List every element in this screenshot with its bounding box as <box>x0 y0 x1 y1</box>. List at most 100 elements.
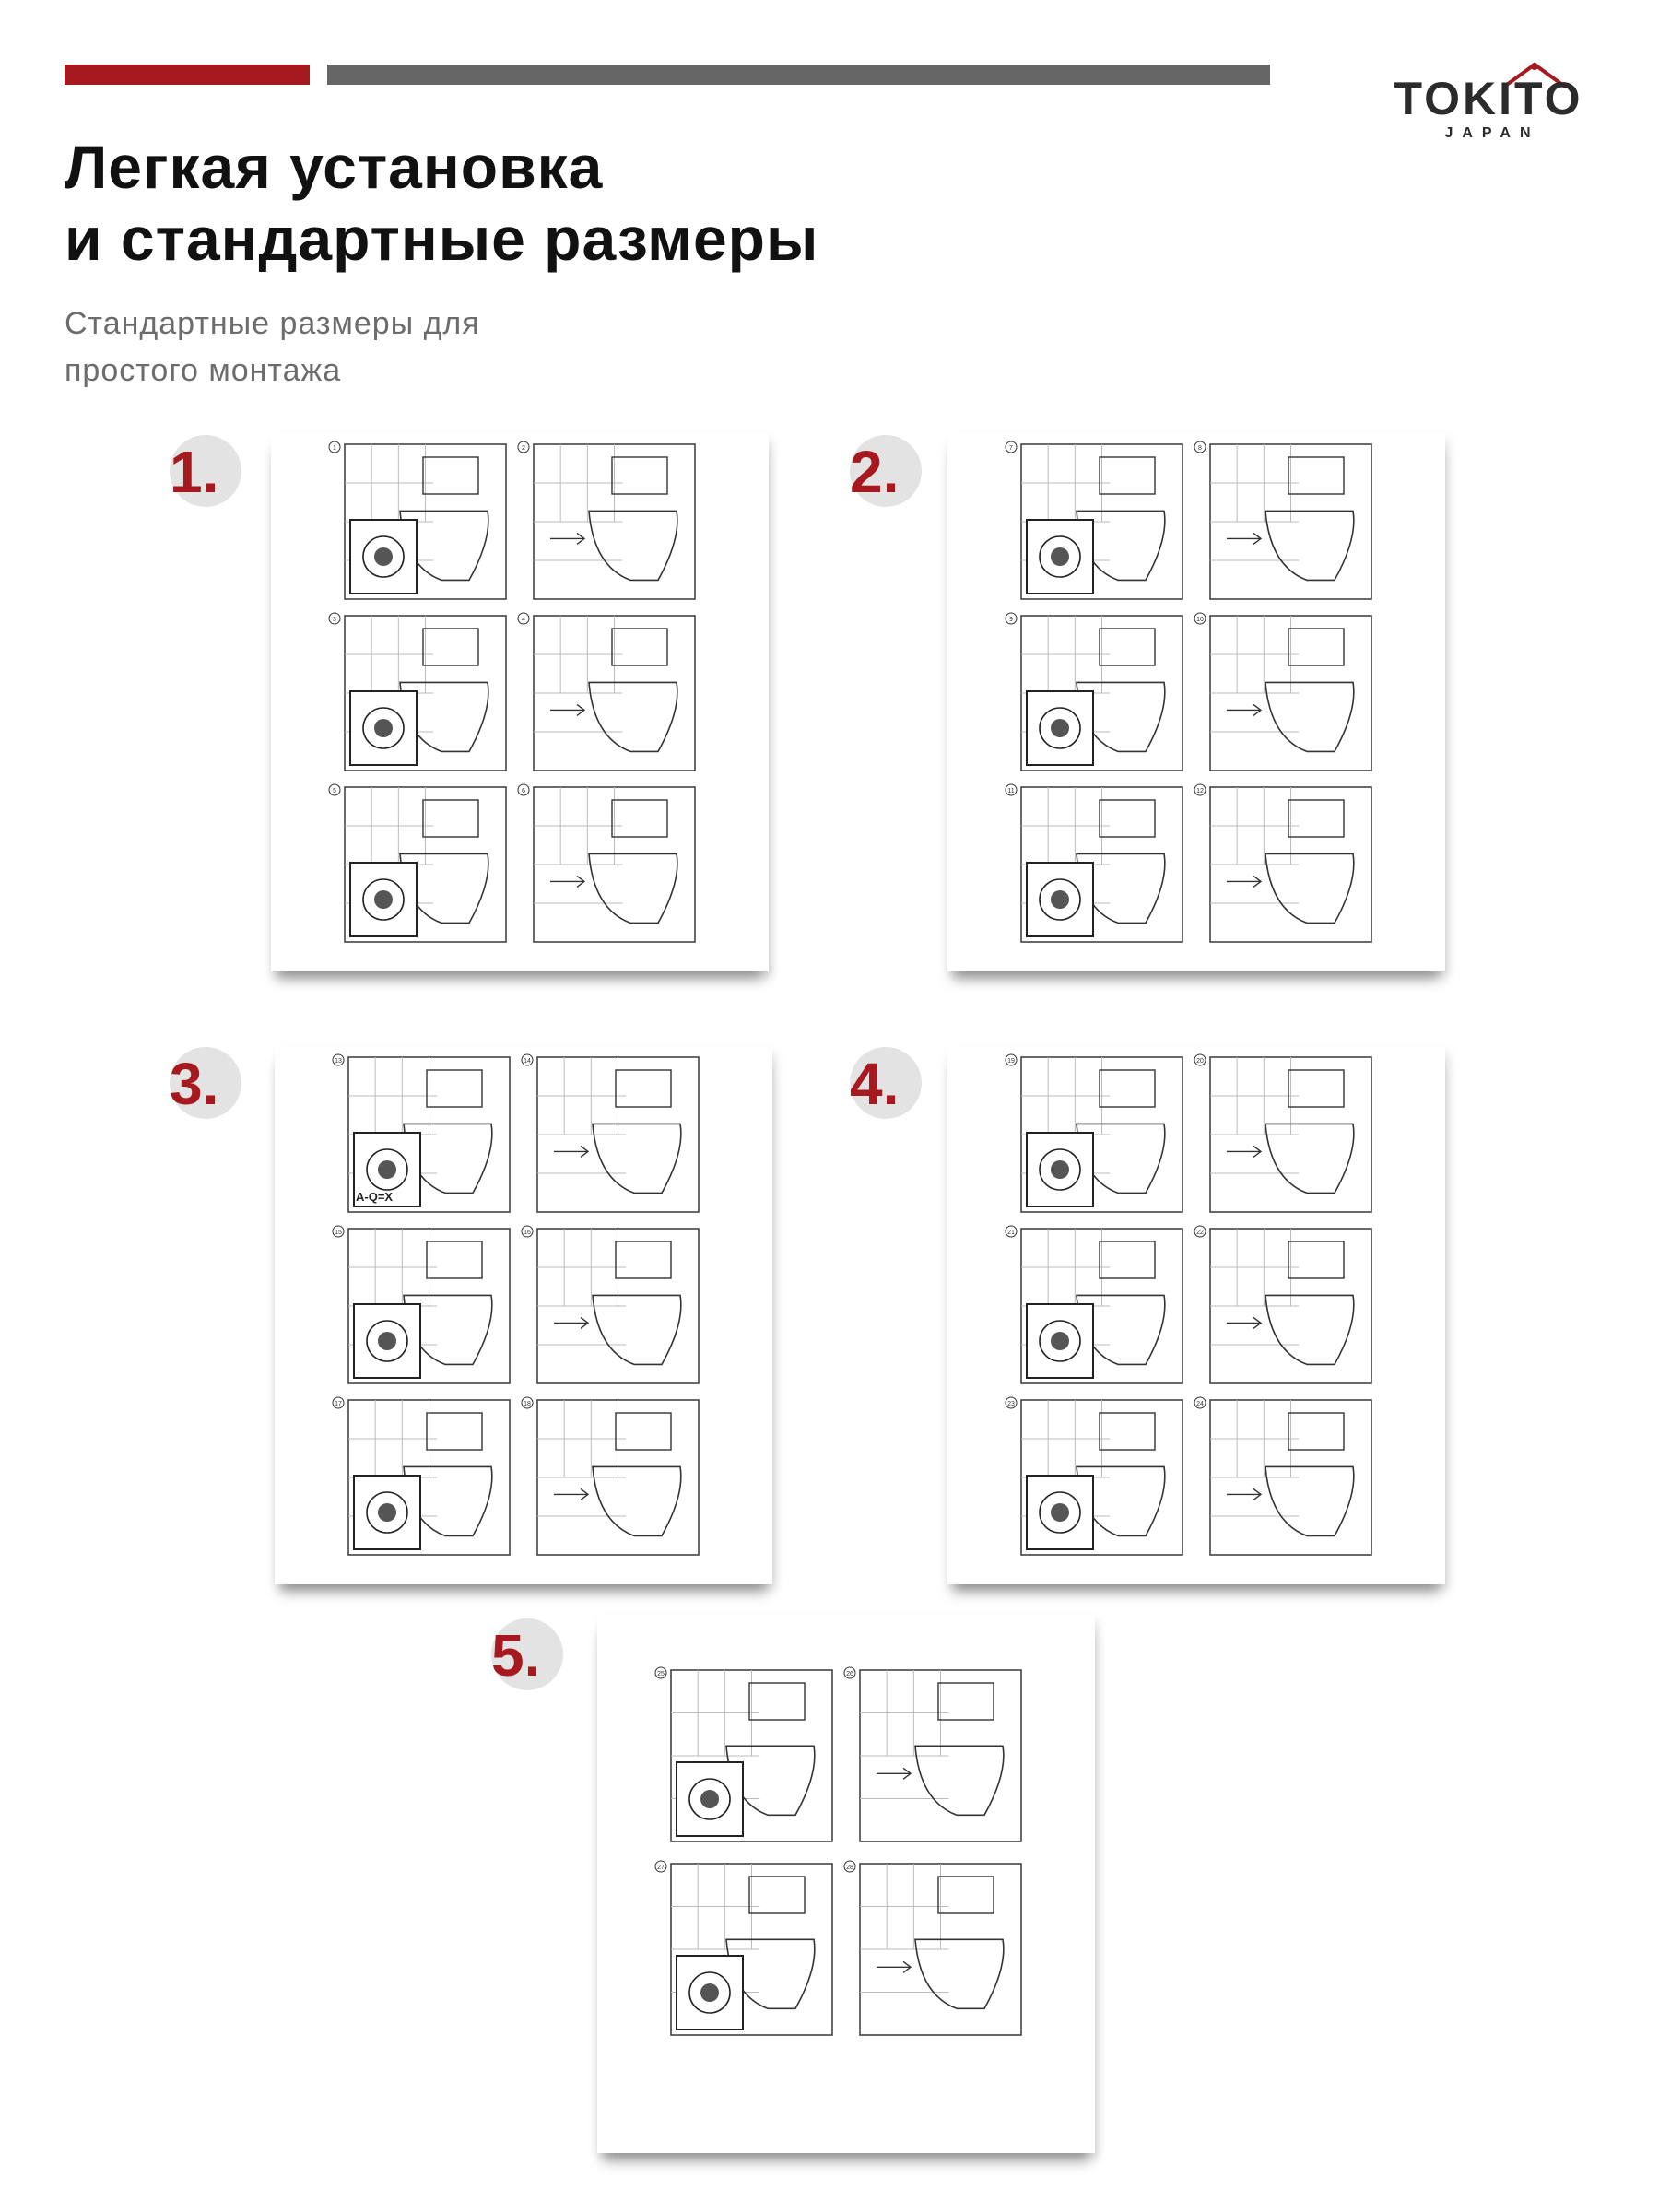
panel-number-marker <box>1194 612 1206 625</box>
panel-number-marker <box>654 1860 667 1873</box>
panel-number: 28 <box>846 1865 853 1871</box>
instruction-panel: 3 <box>328 612 507 771</box>
step-number: 1. <box>170 439 219 505</box>
panel-number: 19 <box>1007 1058 1015 1065</box>
panel-number: 23 <box>1007 1401 1015 1407</box>
panel-number: 9 <box>1009 617 1013 623</box>
panel-number-marker <box>328 441 341 453</box>
panel-number-marker <box>1005 612 1018 625</box>
instruction-panel: 12 <box>1194 783 1372 943</box>
panel-number: 20 <box>1196 1058 1204 1065</box>
panel-number-marker <box>521 1396 534 1409</box>
instruction-sheet-5: 25 26 27 28 <box>597 1615 1095 2153</box>
subtitle-line-1: Стандартные размеры для <box>65 306 480 341</box>
step-number: 4. <box>850 1051 900 1117</box>
panel-number-marker <box>1194 1225 1206 1238</box>
panel-number: 14 <box>524 1058 531 1065</box>
panel-annotation: A-Q=X <box>356 1190 393 1204</box>
logo-wordmark: TOKITO <box>1394 73 1583 124</box>
brand-logo: TOKITO JAPAN <box>1364 61 1613 149</box>
logo-subtext: JAPAN <box>1444 125 1540 141</box>
page-subtitle: Стандартные размеры для простого монтажа <box>65 300 710 394</box>
instruction-panel: 9 <box>1005 612 1183 771</box>
panel-number: 8 <box>1198 445 1202 452</box>
panel-number-marker <box>843 1666 856 1679</box>
step-badge-2: 2. <box>850 435 922 507</box>
panel-number-marker <box>1194 1053 1206 1066</box>
panel-number: 12 <box>1196 788 1204 794</box>
panel-number-marker <box>1005 783 1018 796</box>
page-title: Легкая установка и стандартные размеры <box>65 131 1078 275</box>
accent-bar-gray <box>327 65 1270 85</box>
title-line-1: Легкая установка <box>65 133 604 201</box>
panel-number-marker <box>1194 783 1206 796</box>
step-badge-1: 1. <box>170 435 241 507</box>
panel-number-marker <box>1194 1396 1206 1409</box>
panel-number-marker <box>517 612 530 625</box>
step-badge-3: 3. <box>170 1047 241 1119</box>
instruction-sheet-4: 19 20 21 22 23 24 <box>947 1046 1445 1584</box>
panel-number: 6 <box>522 788 525 794</box>
panel-number-marker <box>332 1053 345 1066</box>
step-number: 5. <box>491 1622 541 1688</box>
instruction-panel: 4 <box>517 612 696 771</box>
panel-number-marker <box>521 1225 534 1238</box>
panel-number-marker <box>654 1666 667 1679</box>
panel-number-marker <box>517 783 530 796</box>
panel-number: 21 <box>1007 1230 1015 1236</box>
instruction-panel: 22 <box>1194 1225 1372 1384</box>
panel-number-marker <box>1005 441 1018 453</box>
instruction-panel: 21 <box>1005 1225 1183 1384</box>
panel-number: 26 <box>846 1671 853 1677</box>
instruction-panel: 2 <box>517 441 696 600</box>
panel-number: 4 <box>522 617 525 623</box>
panel-number: 15 <box>335 1230 342 1236</box>
panel-number-marker <box>1194 441 1206 453</box>
step-number: 3. <box>170 1051 219 1117</box>
step-badge-5: 5. <box>491 1618 563 1690</box>
instruction-panel: 26 <box>843 1666 1022 1842</box>
instruction-panel: 5 <box>328 783 507 943</box>
panel-number: 18 <box>524 1401 531 1407</box>
panel-number: 5 <box>333 788 336 794</box>
instruction-panel: 6 <box>517 783 696 943</box>
panel-number: 27 <box>657 1865 665 1871</box>
instruction-panel: 19 <box>1005 1053 1183 1213</box>
sheet-drawing: 13A-Q=X 14 15 16 17 18 <box>332 1053 700 1556</box>
title-line-2: и стандартные размеры <box>65 205 819 273</box>
panel-number-marker <box>517 441 530 453</box>
instruction-panel: 1 <box>328 441 507 600</box>
instruction-panel: 7 <box>1005 441 1183 600</box>
instruction-panel: 28 <box>843 1860 1022 2036</box>
panel-number: 11 <box>1007 788 1014 794</box>
instruction-panel: 8 <box>1194 441 1372 600</box>
instruction-panel: 14 <box>521 1053 700 1213</box>
panel-number: 24 <box>1196 1401 1204 1407</box>
panel-number: 1 <box>333 445 336 452</box>
panel-number-marker <box>843 1860 856 1873</box>
panel-number-marker <box>332 1396 345 1409</box>
instruction-panel: 18 <box>521 1396 700 1556</box>
instruction-panel: 23 <box>1005 1396 1183 1556</box>
panel-number: 2 <box>522 445 525 452</box>
panel-number: 16 <box>524 1230 531 1236</box>
instruction-panel: 17 <box>332 1396 511 1556</box>
panel-number-marker <box>332 1225 345 1238</box>
panel-number: 25 <box>657 1671 665 1677</box>
logo-roof-icon <box>1502 62 1567 88</box>
instruction-panel: 24 <box>1194 1396 1372 1556</box>
sheet-drawing: 1 2 3 4 5 6 <box>328 441 696 943</box>
instruction-panel: 11 <box>1005 783 1183 943</box>
instruction-panel: 13A-Q=X <box>332 1053 511 1213</box>
panel-number-marker <box>328 612 341 625</box>
step-badge-4: 4. <box>850 1047 922 1119</box>
instruction-panel: 25 <box>654 1666 833 1842</box>
step-number: 2. <box>850 439 900 505</box>
instruction-sheet-1: 1 2 3 4 5 6 <box>271 433 769 971</box>
instruction-panel: 16 <box>521 1225 700 1384</box>
sheet-drawing: 25 26 27 28 <box>654 1666 1022 2036</box>
instruction-panel: 20 <box>1194 1053 1372 1213</box>
